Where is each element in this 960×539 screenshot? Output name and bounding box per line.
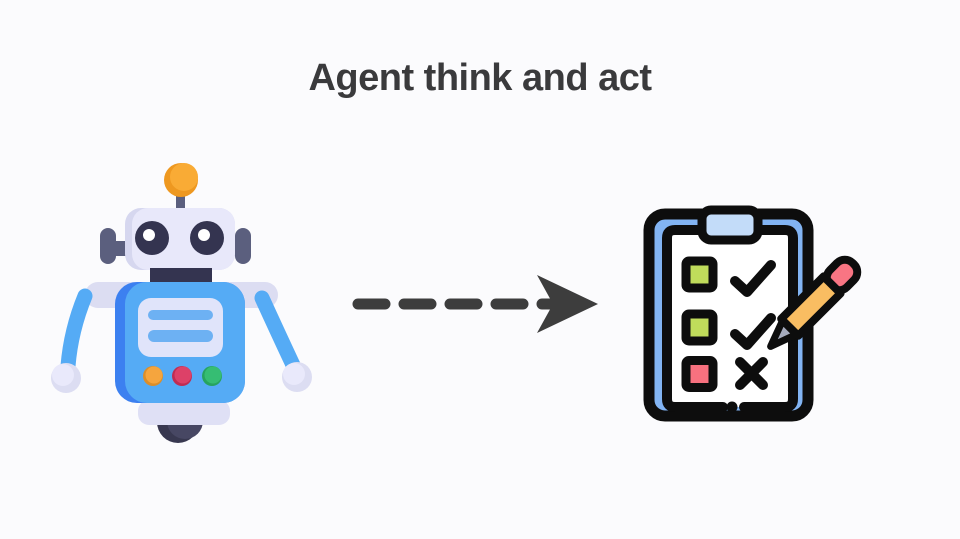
- robot-agent-icon: [35, 158, 315, 458]
- robot-screen: [138, 298, 223, 357]
- robot-antenna-stem: [176, 194, 185, 212]
- robot-arm-right: [254, 290, 301, 373]
- robot-antenna-ball-highlight: [170, 163, 198, 191]
- robot-pedestal: [138, 400, 230, 425]
- checkbox-row1: [681, 256, 718, 293]
- robot-hand-right-highlight: [283, 363, 305, 385]
- clipboard-paper-dot: [726, 401, 738, 413]
- robot-button-red: [174, 366, 192, 384]
- robot-pupil-right: [198, 229, 210, 241]
- robot-screen-line-1: [148, 310, 213, 320]
- checklist-clipboard-icon: [640, 200, 865, 435]
- robot-arm-left: [60, 288, 93, 374]
- check-mark-row2: [730, 313, 776, 350]
- robot-ear-left: [100, 228, 116, 264]
- checkbox-row2: [681, 309, 718, 346]
- pencil-body: [777, 272, 845, 340]
- page-title: Agent think and act: [308, 57, 652, 99]
- robot-neck: [150, 268, 212, 286]
- robot-hand-left-highlight: [52, 364, 74, 386]
- robot-button-orange: [145, 366, 163, 384]
- dashed-arrow-icon: [350, 270, 605, 340]
- cross-mark-row3: [735, 357, 768, 390]
- arrow-head: [537, 275, 598, 333]
- check-mark-row1: [730, 260, 776, 297]
- robot-pupil-left: [143, 229, 155, 241]
- robot-screen-line-2: [148, 330, 213, 342]
- clipboard-clip: [697, 205, 763, 245]
- robot-button-green: [204, 366, 222, 384]
- checkbox-row3: [681, 356, 718, 392]
- pencil-icon: [767, 255, 862, 350]
